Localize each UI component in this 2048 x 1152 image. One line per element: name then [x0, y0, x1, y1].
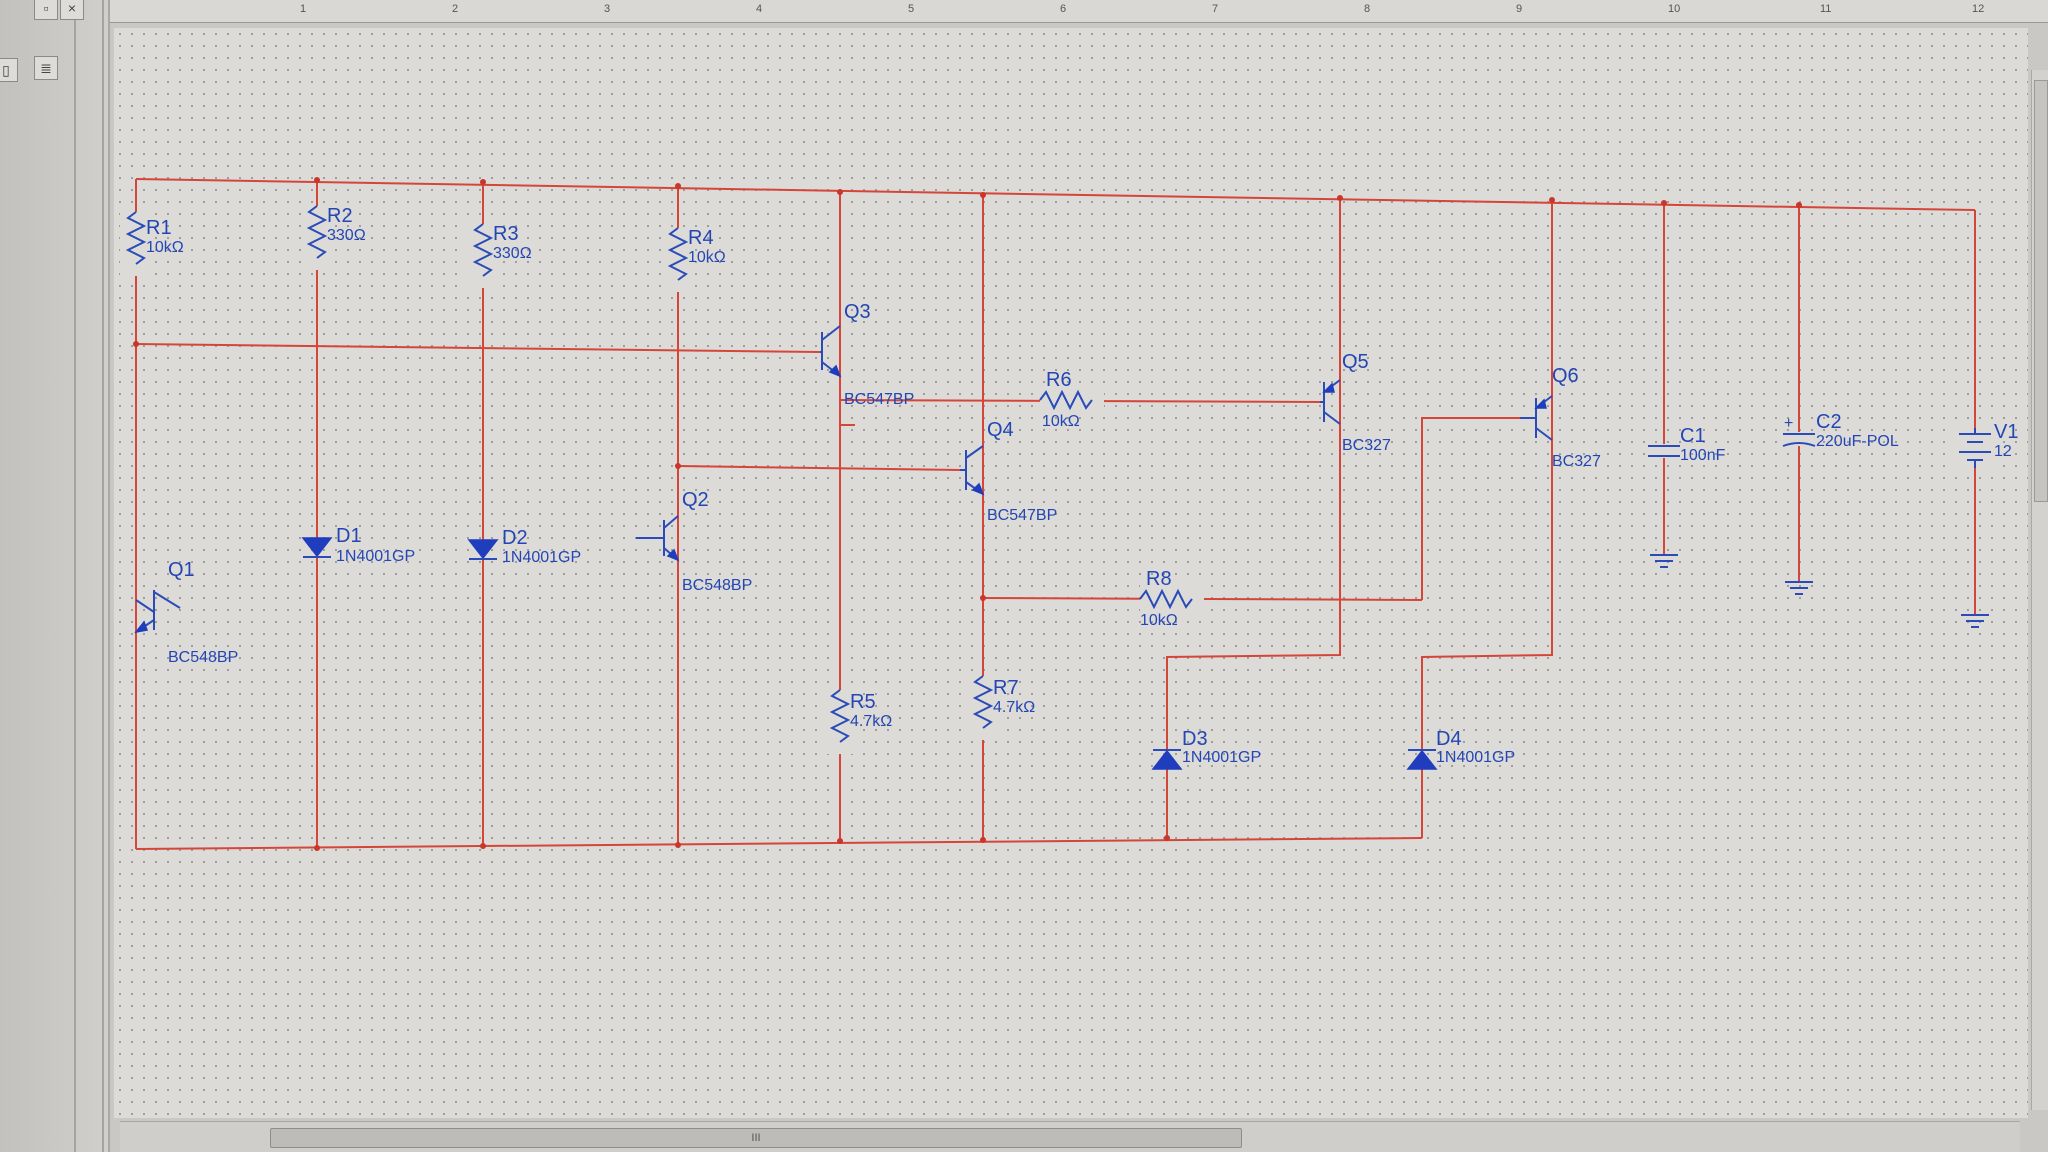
q3-ref: Q3 — [844, 301, 871, 323]
schematic-sheet[interactable] — [114, 28, 2028, 1118]
d1-ref: D1 — [336, 525, 362, 547]
diode-d1[interactable]: D1 1N4001GP — [301, 525, 415, 565]
v1-value: 12 — [1994, 443, 2012, 460]
d1-value: 1N4001GP — [336, 548, 415, 565]
ground-icon — [1785, 581, 1813, 595]
q3-value: BC547BP — [844, 391, 914, 408]
r1-value: 10kΩ — [146, 239, 184, 256]
transistor-q3[interactable]: Q3 BC547BP — [820, 301, 914, 408]
minimize-icon[interactable]: ▫ — [34, 0, 58, 20]
transistor-q2[interactable]: Q2 BC548BP — [636, 489, 752, 594]
q5-ref: Q5 — [1342, 351, 1369, 373]
junctions — [133, 177, 1802, 851]
r4-ref: R4 — [688, 227, 714, 249]
r3-ref: R3 — [493, 223, 519, 245]
r6-value: 10kΩ — [1042, 413, 1080, 430]
q4-value: BC547BP — [987, 507, 1057, 524]
ruler-tick-label: 11 — [1820, 3, 1832, 15]
r7-ref: R7 — [993, 677, 1019, 699]
d3-ref: D3 — [1182, 728, 1208, 750]
r6-ref: R6 — [1046, 369, 1072, 391]
ruler-tick-label: 6 — [1060, 3, 1067, 15]
r7-value: 4.7kΩ — [993, 699, 1035, 716]
q4-ref: Q4 — [987, 419, 1014, 441]
r5-ref: R5 — [850, 691, 876, 713]
ruler-tick-label: 7 — [1212, 3, 1219, 15]
diode-d4[interactable]: D4 1N4001GP — [1406, 728, 1515, 770]
resistor-r5[interactable]: R5 4.7kΩ — [824, 689, 892, 754]
diode-d2[interactable]: D2 1N4001GP — [467, 527, 581, 566]
ruler-tick-label: 8 — [1364, 3, 1371, 15]
q1-ref: Q1 — [168, 559, 195, 581]
ground-icon — [1650, 554, 1678, 568]
q6-ref: Q6 — [1552, 365, 1579, 387]
d2-value: 1N4001GP — [502, 549, 581, 566]
sheet-ruler: 12345678910111213 — [110, 0, 2048, 23]
scroll-grip: III — [751, 1132, 761, 1144]
ruler-tick-label: 3 — [604, 3, 611, 15]
ruler-tick-label: 10 — [1668, 3, 1681, 15]
resistor-r8[interactable]: R8 10kΩ — [1139, 568, 1204, 629]
capacitor-c1[interactable]: C1 100nF — [1646, 425, 1726, 464]
d3-value: 1N4001GP — [1182, 749, 1261, 766]
r1-ref: R1 — [146, 217, 172, 239]
r5-value: 4.7kΩ — [850, 713, 892, 730]
panel-divider — [102, 0, 104, 1152]
ruler-tick-label: 4 — [756, 3, 763, 15]
close-icon[interactable]: × — [60, 0, 84, 20]
panel-divider — [74, 0, 76, 1152]
c1-value: 100nF — [1680, 447, 1726, 464]
transistor-q4[interactable]: Q4 BC547BP — [960, 419, 1057, 524]
diode-d3[interactable]: D3 1N4001GP — [1151, 728, 1261, 770]
r8-ref: R8 — [1146, 568, 1172, 590]
resistor-r1[interactable]: R1 10kΩ — [120, 211, 184, 276]
horizontal-scrollbar[interactable]: III — [120, 1121, 2020, 1152]
resistor-r7[interactable]: R7 4.7kΩ — [967, 675, 1035, 740]
d4-value: 1N4001GP — [1436, 749, 1515, 766]
c2-ref: C2 — [1816, 411, 1842, 433]
c2-value: 220uF-POL — [1816, 433, 1899, 450]
ruler-tick-label: 2 — [452, 3, 459, 15]
transistor-q6[interactable]: Q6 BC327 — [1520, 365, 1601, 470]
resistor-r3[interactable]: R3 330Ω — [467, 223, 532, 288]
r2-value: 330Ω — [327, 227, 366, 244]
resistor-r4[interactable]: R4 10kΩ — [662, 227, 726, 292]
capacitor-c2[interactable]: + C2 220uF-POL — [1781, 411, 1899, 450]
wires — [135, 178, 1976, 850]
r3-value: 330Ω — [493, 245, 532, 262]
d4-ref: D4 — [1436, 728, 1462, 750]
transistor-q5[interactable]: Q5 BC327 — [1320, 351, 1391, 454]
c2-plus: + — [1784, 415, 1793, 432]
ruler-tick-label: 5 — [908, 3, 915, 15]
r4-value: 10kΩ — [688, 249, 726, 266]
layers-icon[interactable]: ≣ — [34, 56, 58, 80]
q6-value: BC327 — [1552, 453, 1601, 470]
ruler-tick-label: 1 — [300, 3, 307, 15]
scroll-thumb[interactable]: III — [270, 1128, 1242, 1148]
d2-ref: D2 — [502, 527, 528, 549]
q1-value: BC548BP — [168, 649, 238, 666]
ruler-tick-label: 12 — [1972, 3, 1985, 15]
ground-icon — [1961, 614, 1989, 628]
c1-ref: C1 — [1680, 425, 1706, 447]
q2-ref: Q2 — [682, 489, 709, 511]
page-icon[interactable]: ▯ — [0, 58, 18, 82]
q5-value: BC327 — [1342, 437, 1391, 454]
transistor-q1[interactable]: Q1 BC548BP — [134, 559, 238, 666]
ruler-tick-label: 9 — [1516, 3, 1523, 15]
left-panel: ▫ × ▯ ≣ — [0, 0, 110, 1152]
r8-value: 10kΩ — [1140, 612, 1178, 629]
v1-ref: V1 — [1994, 421, 2018, 443]
q2-value: BC548BP — [682, 577, 752, 594]
voltage-source-v1[interactable]: V1 12 — [1955, 421, 2018, 468]
r2-ref: R2 — [327, 205, 353, 227]
resistor-r6[interactable]: R6 10kΩ — [1039, 369, 1104, 430]
resistor-r2[interactable]: R2 330Ω — [301, 205, 366, 270]
